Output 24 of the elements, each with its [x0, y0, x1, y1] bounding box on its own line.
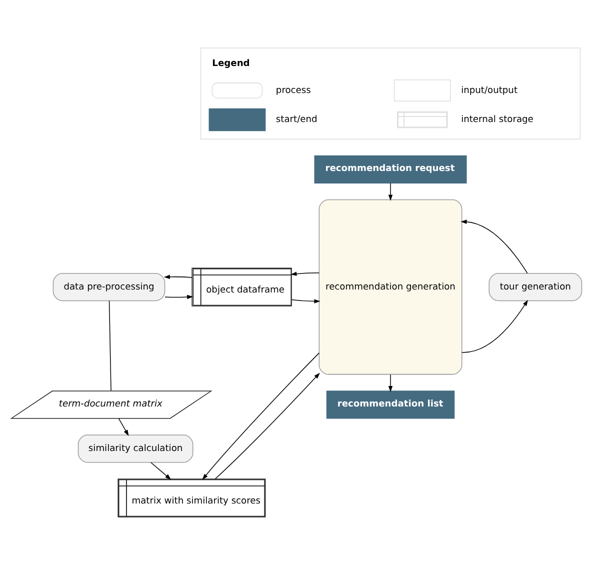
- node-box: data pre-processing: [52, 273, 166, 302]
- label: Legend: [212, 58, 250, 69]
- node-box: tour generation: [488, 273, 582, 302]
- arrow: [461, 300, 528, 353]
- arrow: [214, 372, 320, 480]
- arrow: [388, 182, 393, 201]
- legend-label: start/end: [276, 115, 318, 126]
- legend-label: process: [276, 86, 311, 96]
- node-box: similarity calculation: [78, 434, 194, 463]
- legend-label: internal storage: [461, 115, 534, 126]
- arrow: [460, 220, 528, 274]
- arrow: [118, 418, 129, 436]
- arrow: [290, 272, 320, 276]
- node-box: recommendation generation: [318, 199, 462, 375]
- arrow: [164, 294, 194, 300]
- arrow: [291, 299, 320, 304]
- arrow: [150, 462, 172, 480]
- arrow: [164, 274, 192, 279]
- arrow: [202, 352, 320, 480]
- arrow: [388, 374, 393, 392]
- connector: [108, 300, 112, 392]
- legend-label: input/output: [461, 86, 518, 96]
- node-box: recommendation request: [314, 155, 467, 184]
- node-box: recommendation list: [326, 390, 455, 419]
